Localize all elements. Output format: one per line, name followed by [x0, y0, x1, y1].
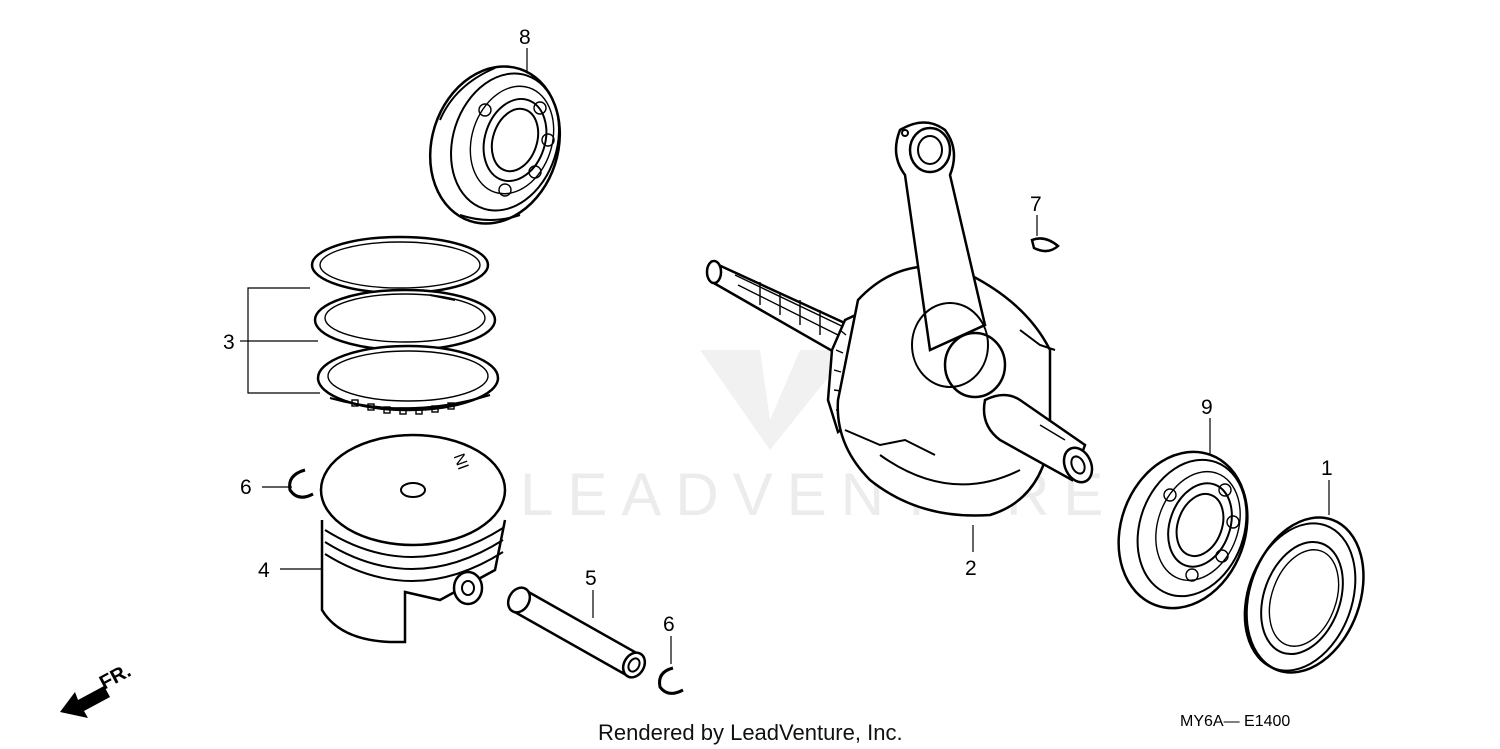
callout-2: 2 [965, 557, 977, 580]
piston-4[interactable]: NI [319, 433, 507, 644]
callout-5: 5 [585, 567, 597, 590]
callout-9: 9 [1201, 396, 1213, 419]
piston-pin-5[interactable] [504, 584, 649, 682]
callout-8: 8 [519, 26, 531, 49]
piston-mark: NI [450, 451, 471, 472]
callout-7: 7 [1030, 193, 1042, 216]
callout-6-upper: 6 [240, 476, 252, 499]
bearing-9[interactable] [1097, 434, 1268, 627]
bearing-8[interactable] [410, 49, 579, 240]
callout-1: 1 [1321, 457, 1333, 480]
callout-4: 4 [258, 559, 270, 582]
clip-6-lower[interactable] [658, 666, 684, 695]
front-direction-arrow-icon: FR. [60, 660, 135, 718]
key-7[interactable] [1030, 237, 1060, 253]
clip-6-upper[interactable] [288, 468, 314, 499]
crankshaft-2[interactable] [705, 121, 1097, 517]
rendered-by-text: Rendered by LeadVenture, Inc. [598, 720, 903, 745]
piston-rings-3[interactable] [310, 235, 500, 415]
oil-seal-1[interactable] [1225, 501, 1384, 689]
callout-6-lower: 6 [663, 613, 675, 636]
callout-3: 3 [223, 331, 235, 354]
diagram-code: MY6A— E1400 [1180, 713, 1290, 730]
